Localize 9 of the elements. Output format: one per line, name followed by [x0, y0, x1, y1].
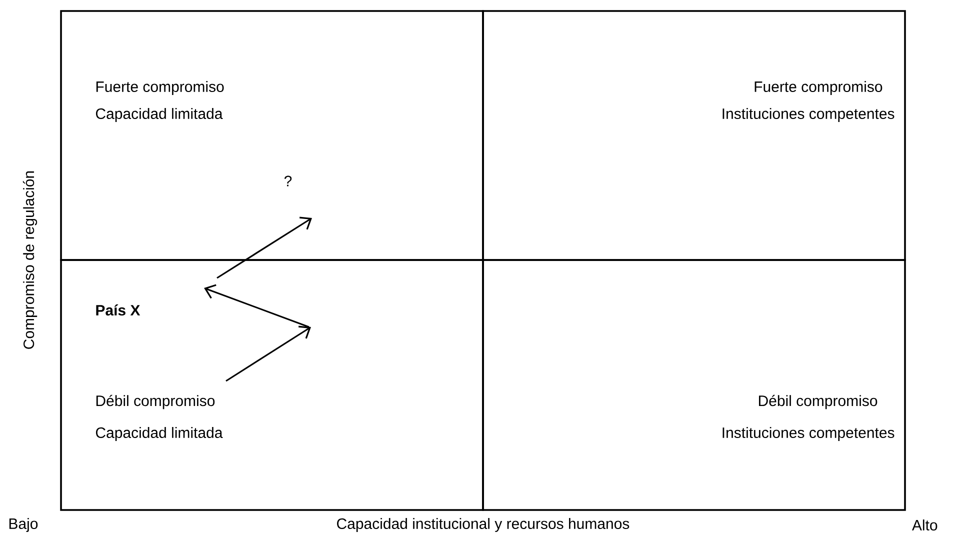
axis-label: Compromiso de regulación	[22, 171, 38, 349]
quadrant: Débil compromiso Instituciones competentes	[482, 259, 906, 511]
arrow	[216, 216, 312, 279]
axis-label: Capacidad institucional y recursos humanos	[337, 518, 630, 532]
question-mark: ?	[284, 176, 292, 186]
country-label: País X	[96, 304, 140, 316]
axis-label: Bajo	[9, 518, 38, 532]
quadrant: Fuerte compromiso Instituciones competentes	[482, 10, 906, 261]
axis-label: Alto	[912, 519, 938, 530]
